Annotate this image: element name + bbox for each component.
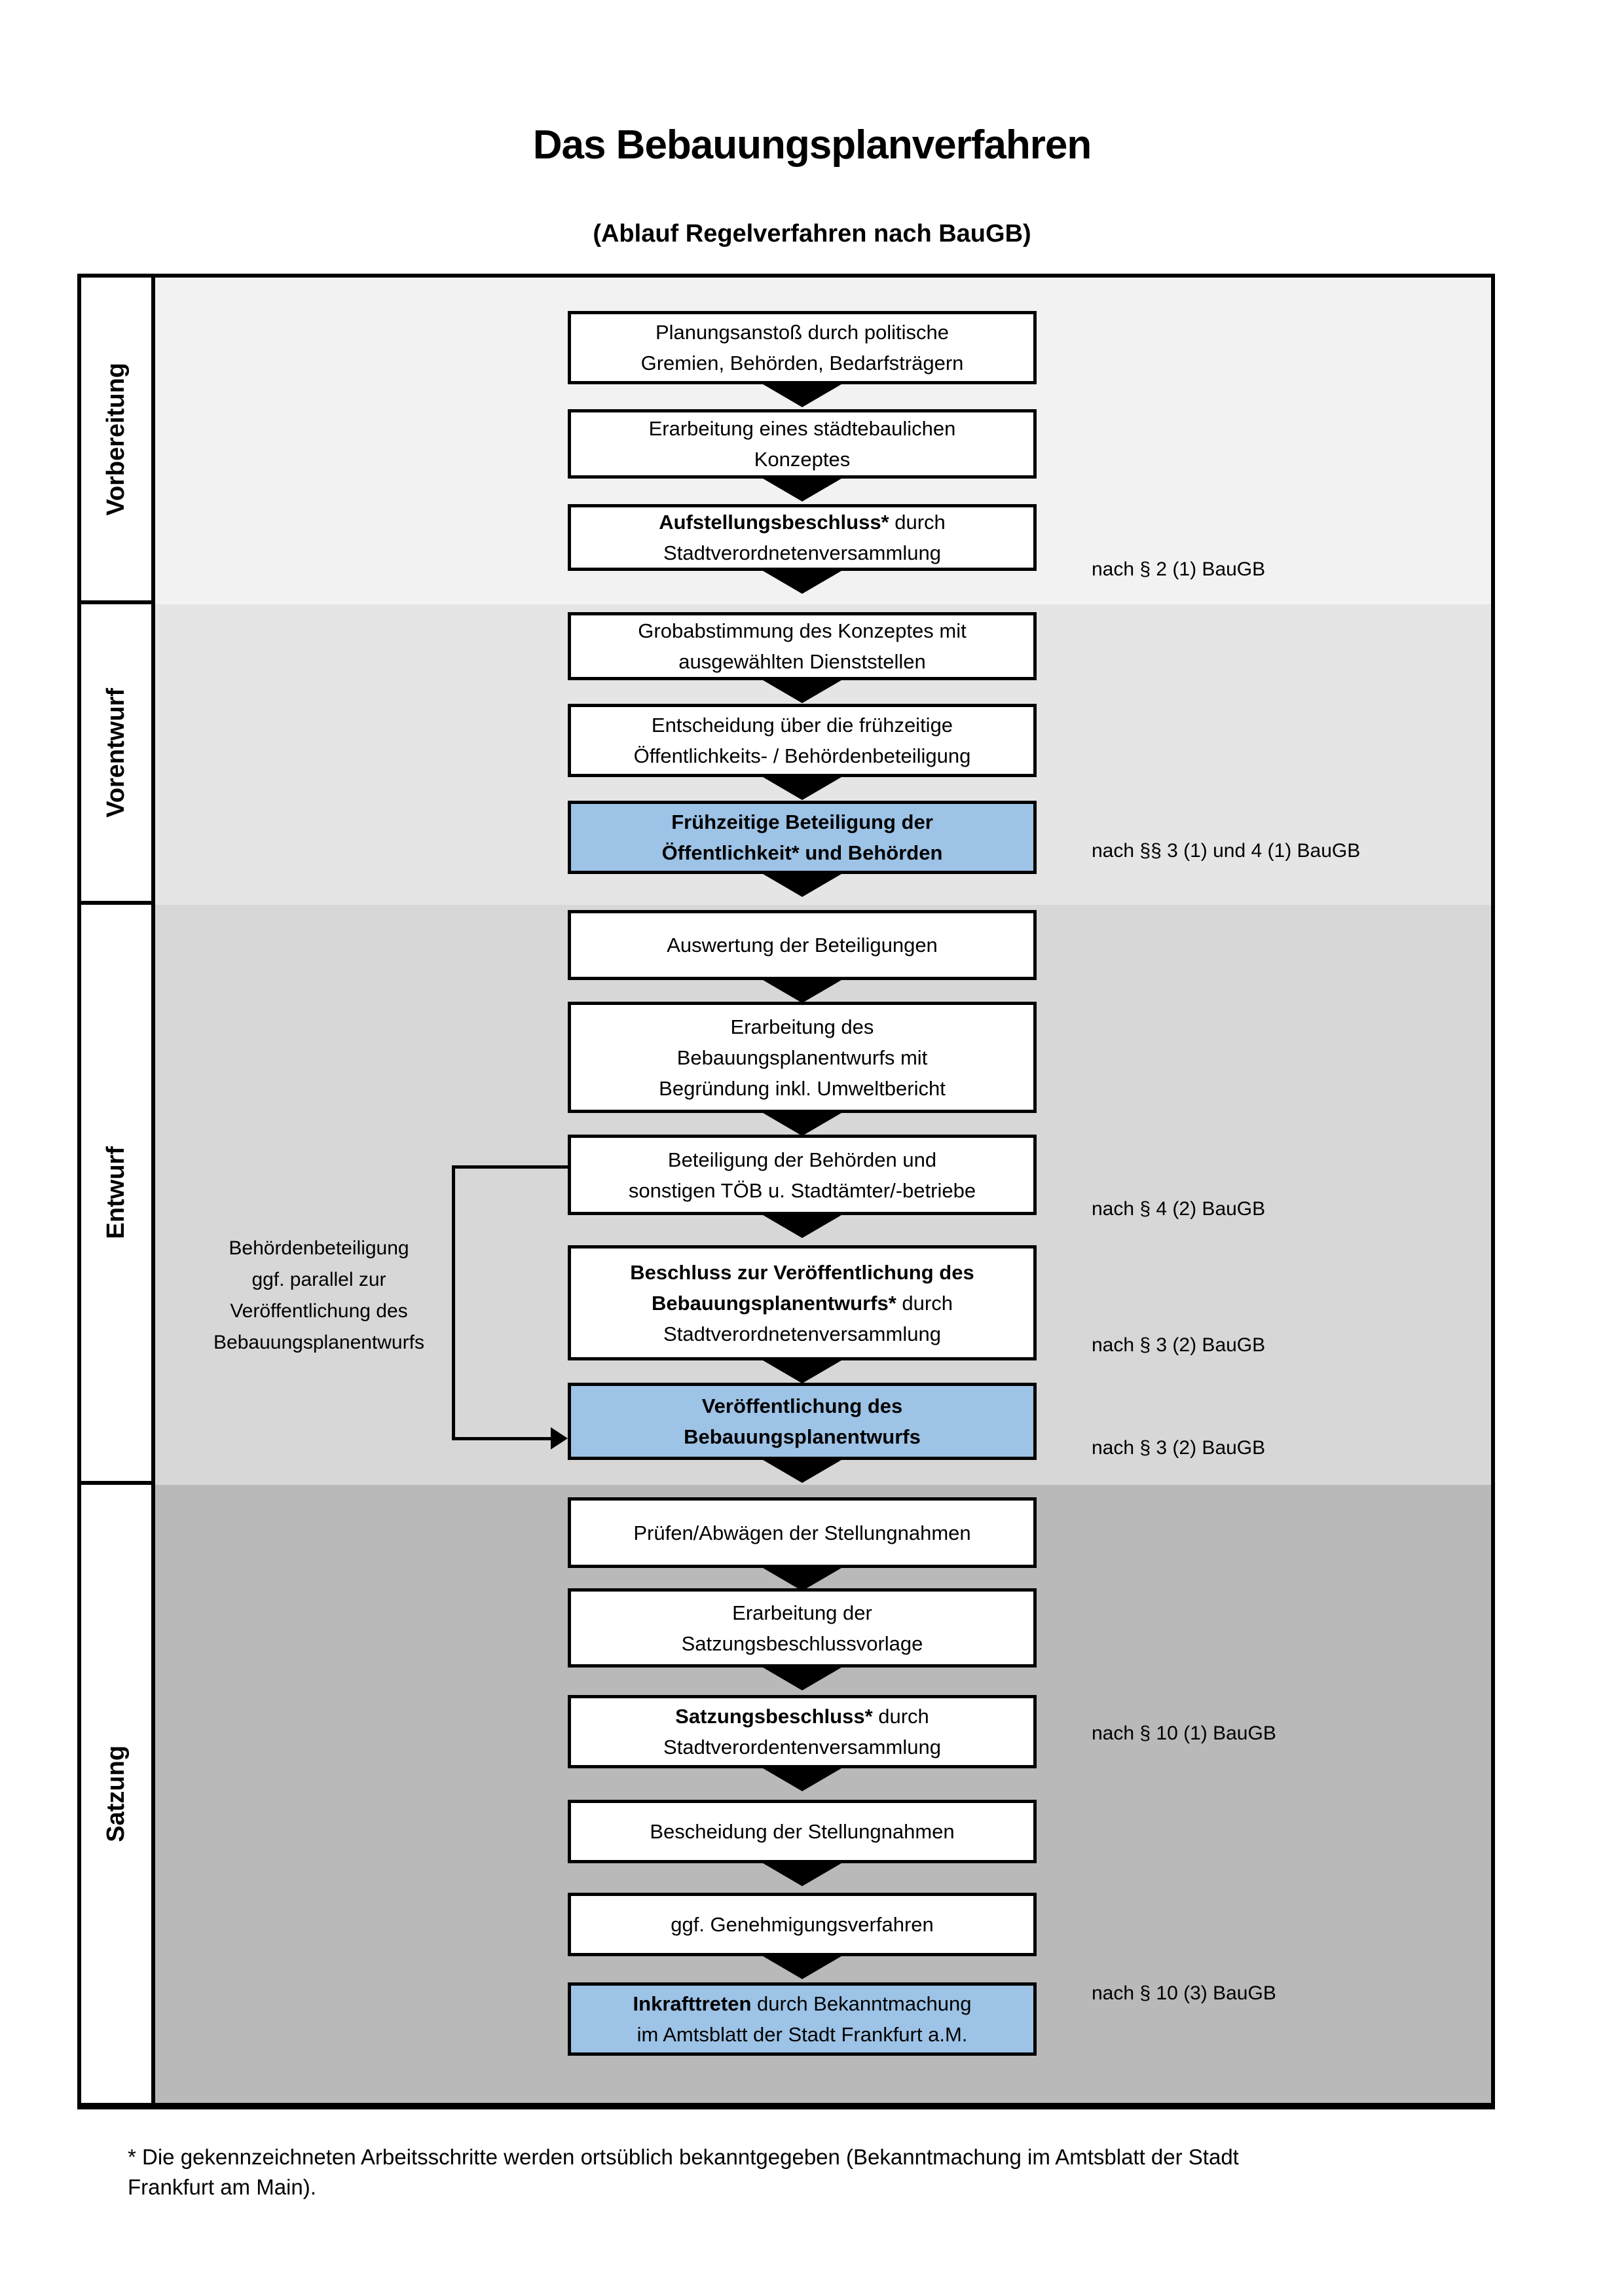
step-text: Grobabstimmung des Konzeptes mit ausgewä… [633,615,971,677]
arrow-down-icon [760,477,845,501]
label-column-divider [151,278,155,2103]
legal-reference-satzungsbeschluss: nach § 10 (1) BauGB [1092,1722,1276,1744]
arrow-down-icon [760,1954,845,1979]
step-auswertung-beteiligungen: Auswertung der Beteiligungen [568,910,1037,980]
step-text-bold: Veröffentlichung des Bebauungsplanentwur… [684,1394,921,1448]
step-text: Entscheidung über die frühzeitige Öffent… [629,710,976,771]
step-text-rest: durch Stadtverordentenversammlung [663,1705,941,1758]
step-text-rest: Planungsanstoß durch politische Gremien,… [640,321,964,374]
step-fruehzeitige-beteiligung: Frühzeitige Beteiligung der Öffentlichke… [568,801,1037,874]
step-text: Planungsanstoß durch politische Gremien,… [636,317,969,378]
legal-reference-behoerden-toeb-beteiligung: nach § 4 (2) BauGB [1092,1198,1266,1220]
legal-reference-fruehzeitige-beteiligung: nach §§ 3 (1) und 4 (1) BauGB [1092,840,1361,862]
step-text-rest: Beteiligung der Behörden und sonstigen T… [628,1148,976,1202]
arrow-down-icon [760,1666,845,1690]
arrow-down-icon [760,978,845,1003]
step-text-rest: durch Stadtverordnetenversammlung [663,511,946,564]
legal-reference-veroeffentlichung-entwurf: nach § 3 (2) BauGB [1092,1437,1266,1459]
step-grobabstimmung: Grobabstimmung des Konzeptes mit ausgewä… [568,612,1037,680]
phase-label-vorentwurf: Vorentwurf [81,604,151,905]
arrow-down-icon [760,775,845,800]
step-entscheidung-fruehzeitige-beteiligung: Entscheidung über die frühzeitige Öffent… [568,704,1037,777]
arrow-down-icon [760,1213,845,1238]
arrow-down-icon [760,382,845,407]
step-text-rest: Erarbeitung der Satzungsbeschlussvorlage [681,1601,923,1655]
step-text: Veröffentlichung des Bebauungsplanentwur… [678,1391,926,1452]
phase-label-text: Vorentwurf [102,687,130,818]
elbow-arrowhead-icon [551,1427,568,1449]
step-text-rest: durch Bekanntmachung im Amtsblatt der St… [637,1992,972,2046]
legal-reference-veroeffentlichungs-beschluss: nach § 3 (2) BauGB [1092,1334,1266,1356]
step-text: ggf. Genehmigungsverfahren [665,1909,939,1940]
phase-label-satzung: Satzung [81,1485,151,2103]
step-satzungsbeschluss: Satzungsbeschluss* durch Stadtverordente… [568,1695,1037,1768]
step-text: Bescheidung der Stellungnahmen [644,1816,959,1847]
step-veroeffentlichung-entwurf: Veröffentlichung des Bebauungsplanentwur… [568,1383,1037,1460]
arrow-down-icon [760,1766,845,1791]
step-staedtebauliches-konzept: Erarbeitung eines städtebaulichen Konzep… [568,409,1037,479]
step-text: Auswertung der Beteiligungen [661,930,943,960]
elbow-connector-vertical [452,1165,455,1440]
step-text-rest: ggf. Genehmigungsverfahren [671,1913,934,1936]
step-text: Inkrafttreten durch Bekanntmachung im Am… [628,1988,977,2050]
elbow-connector-top [452,1165,568,1169]
arrow-down-icon [760,872,845,897]
step-aufstellungsbeschluss: Aufstellungsbeschluss* durch Stadtverord… [568,504,1037,571]
step-text-bold: Satzungsbeschluss* [675,1705,873,1728]
step-text: Satzungsbeschluss* durch Stadtverordente… [658,1701,946,1762]
arrow-down-icon [760,1458,845,1483]
step-text-rest: Entscheidung über die frühzeitige Öffent… [633,714,971,767]
step-bescheidung-stellungnahmen: Bescheidung der Stellungnahmen [568,1800,1037,1863]
page-title: Das Bebauungsplanverfahren [532,122,1092,168]
phase-label-vorbereitung: Vorbereitung [81,278,151,604]
step-text-bold: Aufstellungsbeschluss* [659,511,889,534]
footnote: * Die gekennzeichneten Arbeitsschritte w… [128,2145,1239,2199]
step-text-rest: Erarbeitung eines städtebaulichen Konzep… [648,417,956,471]
arrow-down-icon [760,678,845,703]
diagram-frame [77,274,1495,2109]
step-behoerden-toeb-beteiligung: Beteiligung der Behörden und sonstigen T… [568,1135,1037,1215]
legal-reference-inkrafttreten: nach § 10 (3) BauGB [1092,1982,1276,2004]
phase-label-entwurf: Entwurf [81,905,151,1485]
step-text-bold: Inkrafttreten [633,1992,752,2015]
step-text-bold: Frühzeitige Beteiligung der Öffentlichke… [661,811,943,864]
step-text-rest: Erarbeitung des Bebauungsplanentwurfs mi… [659,1015,946,1100]
step-text: Beschluss zur Veröffentlichung des Bebau… [625,1257,979,1349]
step-inkrafttreten: Inkrafttreten durch Bekanntmachung im Am… [568,1982,1037,2056]
step-text: Frühzeitige Beteiligung der Öffentlichke… [657,807,948,868]
step-text: Erarbeitung eines städtebaulichen Konzep… [644,413,961,475]
step-text-rest: Grobabstimmung des Konzeptes mit ausgewä… [638,619,967,673]
phase-label-text: Vorbereitung [102,362,130,516]
step-text-rest: Bescheidung der Stellungnahmen [650,1820,955,1843]
step-satzungsbeschlussvorlage: Erarbeitung der Satzungsbeschlussvorlage [568,1588,1037,1667]
side-note: Behördenbeteiligung ggf. parallel zur Ve… [213,1237,424,1353]
step-text: Prüfen/Abwägen der Stellungnahmen [628,1518,976,1548]
page-subtitle: (Ablauf Regelverfahren nach BauGB) [593,220,1031,247]
legal-reference-aufstellungsbeschluss: nach § 2 (1) BauGB [1092,558,1266,580]
step-veroeffentlichungs-beschluss: Beschluss zur Veröffentlichung des Bebau… [568,1245,1037,1360]
phase-label-text: Entwurf [102,1146,130,1239]
step-text: Erarbeitung des Bebauungsplanentwurfs mi… [654,1011,951,1104]
step-text-rest: Auswertung der Beteiligungen [667,934,938,957]
step-text: Aufstellungsbeschluss* durch Stadtverord… [654,507,951,568]
phase-label-text: Satzung [102,1745,130,1842]
step-text: Erarbeitung der Satzungsbeschlussvorlage [676,1597,929,1659]
step-text: Beteiligung der Behörden und sonstigen T… [623,1144,981,1206]
step-erarbeitung-entwurf: Erarbeitung des Bebauungsplanentwurfs mi… [568,1002,1037,1113]
arrow-down-icon [760,1358,845,1383]
step-text-rest: durch Stadtverordnetenversammlung [663,1291,953,1345]
step-text-bold: Beschluss zur Veröffentlichung des Bebau… [630,1260,974,1315]
elbow-connector-bottom [452,1437,553,1440]
step-planungsanstoss: Planungsanstoß durch politische Gremien,… [568,311,1037,384]
arrow-down-icon [760,1861,845,1886]
step-pruefen-abwaegen: Prüfen/Abwägen der Stellungnahmen [568,1497,1037,1568]
arrow-down-icon [760,1111,845,1136]
step-text-rest: Prüfen/Abwägen der Stellungnahmen [633,1521,971,1544]
arrow-down-icon [760,1566,845,1591]
arrow-down-icon [760,569,845,594]
step-genehmigungsverfahren: ggf. Genehmigungsverfahren [568,1893,1037,1956]
